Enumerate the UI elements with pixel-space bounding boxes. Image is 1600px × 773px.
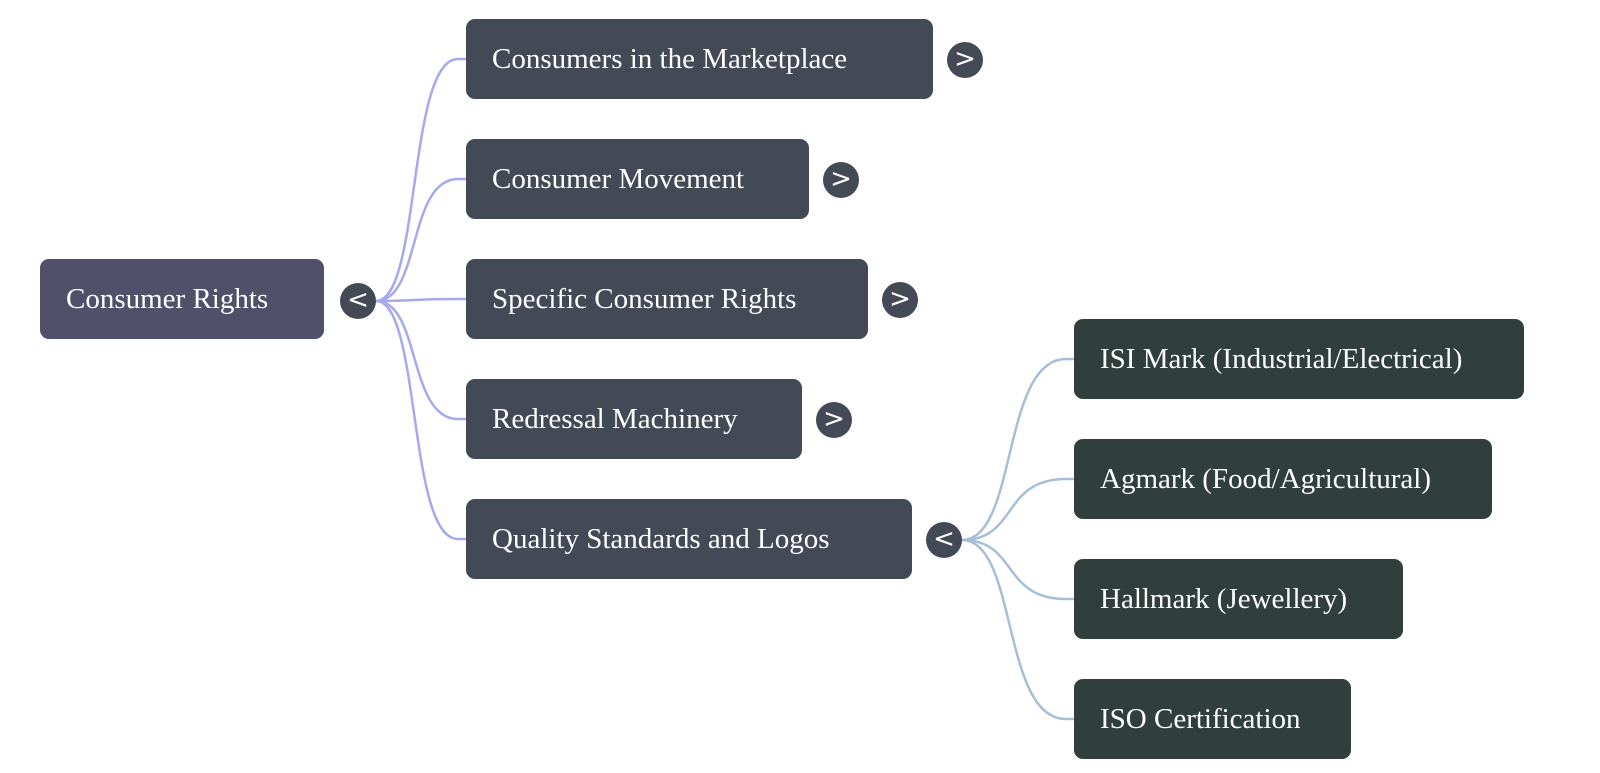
- branch-expand-toggle-marketplace[interactable]: >: [947, 42, 983, 78]
- branch-node-consumers-in-the-marketplace[interactable]: Consumers in the Marketplace: [466, 19, 933, 99]
- branch-node-specific-consumer-rights[interactable]: Specific Consumer Rights: [466, 259, 868, 339]
- branch-expand-toggle-movement[interactable]: >: [823, 162, 859, 198]
- edge-root-to-branch-3: [375, 299, 466, 421]
- root-node-consumer-rights[interactable]: Consumer Rights: [40, 259, 324, 339]
- branch-node-redressal-machinery[interactable]: Redressal Machinery: [466, 379, 802, 459]
- branch-expand-toggle-redressal[interactable]: >: [816, 402, 852, 438]
- edge-quality-to-leaf-1: [961, 477, 1074, 542]
- edge-root-to-branch-0: [375, 57, 466, 303]
- leaf-node-agmark[interactable]: Agmark (Food/Agricultural): [1074, 439, 1492, 519]
- edge-root-to-branch-4: [375, 299, 466, 541]
- edge-quality-to-leaf-0: [961, 357, 1074, 542]
- edge-root-to-branch-1: [375, 177, 466, 303]
- root-collapse-toggle[interactable]: <: [340, 283, 376, 319]
- branch-collapse-toggle-quality-standards[interactable]: <: [926, 522, 962, 558]
- leaf-node-hallmark[interactable]: Hallmark (Jewellery): [1074, 559, 1403, 639]
- branch-node-consumer-movement[interactable]: Consumer Movement: [466, 139, 809, 219]
- edge-quality-to-leaf-2: [961, 538, 1074, 601]
- leaf-node-iso-certification[interactable]: ISO Certification: [1074, 679, 1351, 759]
- edge-root-to-branch-2: [375, 297, 466, 303]
- leaf-node-isi-mark[interactable]: ISI Mark (Industrial/Electrical): [1074, 319, 1524, 399]
- branch-node-quality-standards-and-logos[interactable]: Quality Standards and Logos: [466, 499, 912, 579]
- edge-quality-to-leaf-3: [961, 538, 1074, 721]
- branch-expand-toggle-specific-rights[interactable]: >: [882, 282, 918, 318]
